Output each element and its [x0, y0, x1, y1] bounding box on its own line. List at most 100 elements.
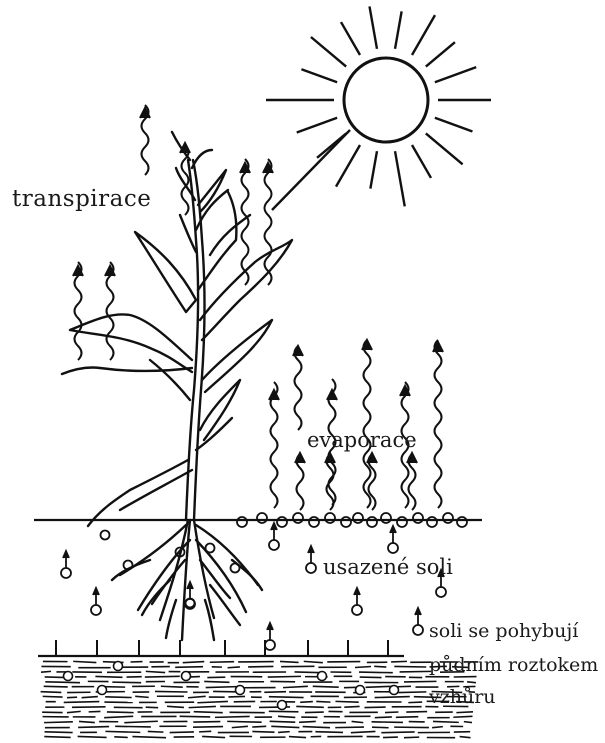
- salt-crystal: [98, 686, 107, 695]
- salt-crystal: [236, 686, 245, 695]
- salt-crystal: [457, 517, 467, 527]
- salt-particle: [436, 587, 446, 597]
- hatch-stroke: [105, 731, 140, 732]
- arrow-head-icon: [308, 546, 314, 553]
- hatch-stroke: [79, 721, 95, 722]
- hatch-stroke: [161, 686, 183, 687]
- arrow-head-icon: [271, 523, 277, 530]
- hatch-stroke: [67, 711, 81, 712]
- salt-crystal: [101, 531, 110, 540]
- hatch-stroke: [132, 737, 166, 738]
- hatch-stroke: [194, 712, 223, 713]
- hatch-stroke: [145, 676, 180, 677]
- groundwater-layer: [38, 640, 478, 738]
- hatch-stroke: [45, 732, 73, 733]
- hatch-stroke: [146, 707, 158, 708]
- label-salt-movement-line-2: půdním roztokem: [429, 656, 598, 675]
- hatch-stroke: [44, 722, 73, 723]
- hatch-stroke: [299, 721, 316, 722]
- hatch-stroke: [375, 717, 392, 718]
- sun-ray: [412, 15, 435, 55]
- salt-crystal: [325, 513, 335, 523]
- hatch-stroke: [175, 667, 203, 668]
- arrow-head-icon: [267, 623, 273, 630]
- vapour-trail: [107, 262, 114, 360]
- hatch-stroke: [104, 716, 133, 717]
- arrow-head-icon: [407, 453, 417, 463]
- hatch-stroke: [204, 681, 229, 682]
- hatch-stroke: [64, 702, 100, 703]
- arrow-head-icon: [367, 453, 377, 463]
- salt-particle: [61, 568, 71, 578]
- hatch-stroke: [433, 721, 459, 722]
- hatch-stroke: [167, 706, 184, 707]
- sun-ray: [370, 6, 377, 48]
- hatch-stroke: [278, 716, 295, 717]
- hatch-stroke: [264, 692, 286, 693]
- arrow-head-icon: [295, 453, 305, 463]
- label-salt-movement-line-1: soli se pohybují: [429, 622, 578, 641]
- arrow-head-icon: [293, 346, 303, 356]
- label-transpiration: transpirace: [12, 188, 151, 211]
- hatch-stroke: [364, 707, 385, 708]
- hatch-stroke: [372, 727, 389, 728]
- hatch-stroke: [398, 692, 426, 693]
- hatch-stroke: [215, 716, 250, 717]
- salt-crystal: [293, 513, 303, 523]
- salt-crystal: [309, 517, 319, 527]
- salt-particle: [388, 543, 398, 553]
- salt-particle: [91, 605, 101, 615]
- salt-particle: [306, 563, 316, 573]
- vapour-trail: [364, 340, 371, 508]
- hatch-stroke: [313, 686, 339, 687]
- hatch-stroke: [45, 682, 80, 683]
- hatch-stroke: [278, 732, 290, 733]
- arrow-head-icon: [415, 608, 421, 615]
- hatch-stroke: [41, 671, 51, 672]
- sun-ray: [426, 133, 463, 164]
- hatch-stroke: [112, 682, 141, 683]
- sun-ray: [301, 69, 337, 82]
- hatch-stroke: [296, 706, 324, 707]
- salt-crystal: [206, 544, 215, 553]
- salt-crystal: [182, 672, 191, 681]
- hatch-stroke: [78, 736, 107, 737]
- hatch-stroke: [271, 726, 299, 727]
- hatch-stroke: [360, 677, 382, 678]
- hatch-stroke: [82, 697, 98, 698]
- vapour-trail: [295, 346, 302, 430]
- arrow-head-icon: [63, 551, 69, 558]
- arrow-head-icon: [325, 453, 335, 463]
- hatch-stroke: [344, 706, 359, 707]
- hatch-stroke: [352, 721, 364, 722]
- hatch-stroke: [300, 702, 313, 703]
- sun-ray: [412, 145, 431, 178]
- hatch-stroke: [183, 662, 205, 663]
- salt-particle: [352, 605, 362, 615]
- hatch-stroke: [197, 701, 227, 702]
- hatch-stroke: [467, 682, 476, 683]
- hatch-stroke: [67, 697, 77, 698]
- hatch-stroke: [406, 712, 427, 713]
- hatch-stroke: [385, 712, 398, 713]
- sun-ray: [435, 67, 476, 82]
- salt-crystal: [257, 513, 267, 523]
- hatch-stroke: [460, 737, 471, 738]
- hatch-stroke: [269, 697, 304, 698]
- salt-crystal: [356, 686, 365, 695]
- hatch-stroke: [248, 666, 273, 667]
- hatch-stroke: [335, 701, 358, 702]
- hatch-stroke: [199, 731, 211, 732]
- hatch-stroke: [155, 691, 188, 692]
- salt-crystal: [278, 701, 287, 710]
- hatch-stroke: [404, 737, 419, 738]
- salt-crystal: [237, 517, 247, 527]
- hatch-stroke: [43, 696, 63, 697]
- root: [166, 600, 176, 638]
- sun-ray: [435, 118, 473, 132]
- salt-crystal: [231, 564, 240, 573]
- hatch-stroke: [268, 676, 301, 677]
- sun-ray: [395, 11, 402, 48]
- hatch-stroke: [456, 712, 473, 713]
